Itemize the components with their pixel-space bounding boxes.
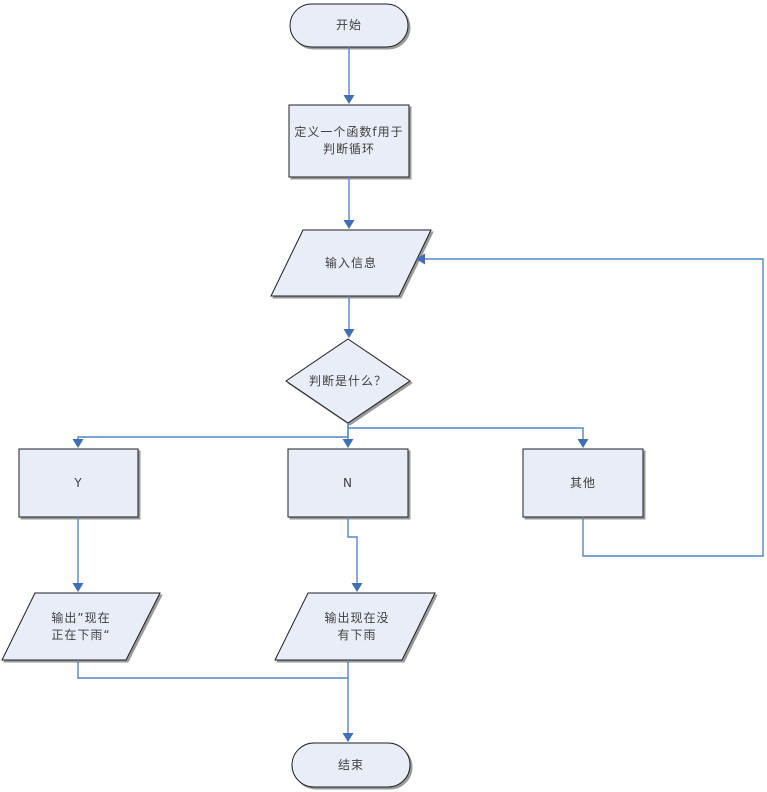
edge-out-rain-join [77,660,348,679]
node-other-shape [522,448,646,520]
node-no-shape [287,448,411,520]
edge-out-dry-end [342,660,354,742]
node-define-label: 定义一个函数f用于 判断循环 [294,125,404,156]
edge-input-decision [343,296,355,338]
node-out-dry-shape [274,592,438,663]
node-out-rain-label: 输出”现在 正在下雨“ [51,611,111,642]
node-other-label: 其他 [569,475,596,490]
edge-start-define [343,47,355,104]
edge-yes-out-rain [72,517,84,592]
node-start-label: 开始 [335,18,362,32]
node-input-shape [270,229,434,299]
node-end-shape [291,742,413,790]
node-define-shape [288,104,412,180]
node-yes-shape [18,448,141,520]
edge-decision-no [342,423,354,448]
node-start-shape [289,3,411,50]
edge-decision-other [348,427,589,448]
edge-decision-yes [72,423,349,448]
node-out-dry-label: 输出现在没 有下雨 [324,611,390,642]
node-decision-shape [285,338,413,426]
edge-no-out-dry [347,517,363,592]
node-input-label: 输入信息 [324,255,377,270]
edge-other-loop-input [416,253,764,557]
node-no-label: N [343,475,353,490]
edge-define-input [343,177,355,229]
node-yes-label: Y [74,475,83,490]
node-out-rain-shape [1,592,163,663]
node-decision-label: 判断是什么？ [308,373,387,388]
node-end-label: 结束 [337,757,364,772]
